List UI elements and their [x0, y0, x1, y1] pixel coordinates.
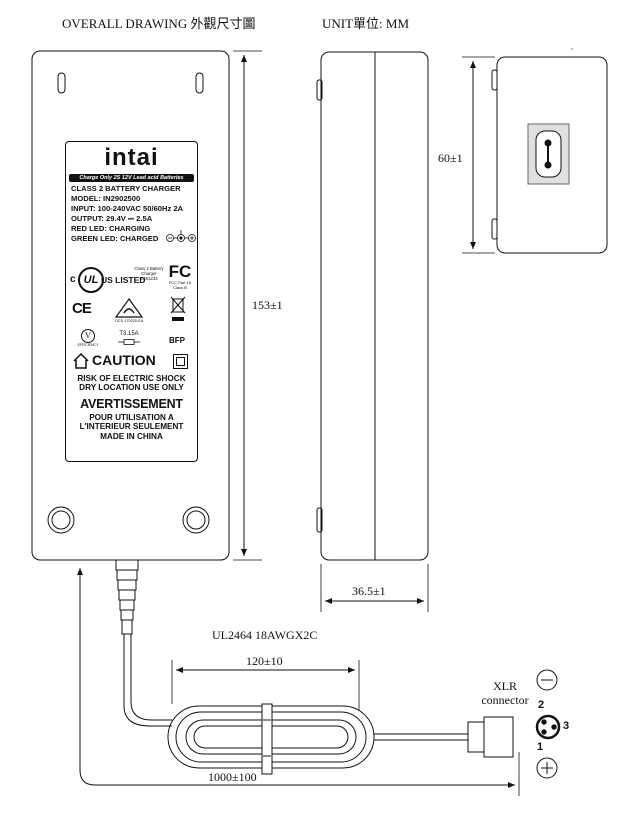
dim-height: 153±1: [252, 298, 283, 312]
fuse-rating: T3.15A: [119, 331, 139, 337]
label-made: MADE IN CHINA: [100, 431, 163, 441]
cable-coil: [167, 703, 375, 775]
label-red-led: RED LED: CHARGING: [71, 224, 151, 233]
xlr-pin3-label: 3: [563, 720, 570, 732]
rcm-mark-icon: [114, 297, 144, 318]
efficiency-mark: V EFFICIENCY: [77, 329, 99, 347]
dim-cable-length: 1000±100: [208, 770, 257, 784]
label-dry: DRY LOCATION USE ONLY: [79, 383, 184, 393]
feet-slot-right: [195, 72, 204, 94]
label-input: INPUT: 100-240VAC 50/60Hz 2A: [71, 204, 184, 213]
xlr-pinout-icon: [535, 669, 561, 779]
label-risk: RISK OF ELECTRIC SHOCK: [77, 374, 186, 383]
end-slot-bottom: [491, 218, 498, 240]
drawing-title: OVERALL DRAWING 外觀尺寸圖: [62, 16, 256, 31]
unit-label: UNIT單位: MM: [322, 16, 410, 31]
product-label: intai Charge Only 2S 12V Lead acid Batte…: [65, 141, 198, 462]
double-insulation-icon: [173, 354, 188, 369]
side-slot-top: [316, 79, 323, 101]
ce-mark-icon: CE: [72, 300, 92, 317]
rcm-caption: OCS-170025-EA: [114, 319, 144, 323]
front-foot-right: [182, 506, 210, 534]
label-output: OUTPUT: 29.4V ⎓ 2.5A: [71, 214, 153, 223]
fcc-mark-icon: FC FCC Part 15 Class B: [168, 262, 192, 290]
label-avert: AVERTISSEMENT: [80, 397, 183, 411]
front-foot-left: [47, 506, 75, 534]
label-green-led: GREEN LED: CHARGED: [71, 234, 159, 243]
xlr-pin2-label: 2: [538, 699, 545, 711]
brand-logo: intai: [104, 144, 159, 171]
end-slot-top: [491, 69, 498, 91]
side-slot-bottom: [316, 507, 323, 533]
dim-coil: 120±10: [246, 654, 283, 668]
dim-end-width: 60±1: [438, 151, 463, 165]
label-pour: POUR UTILISATION A: [89, 413, 174, 422]
weee-bin-icon: [170, 296, 186, 321]
xlr-connector-body: [467, 716, 514, 758]
indoor-use-icon: [73, 352, 89, 369]
fuse-icon: [118, 339, 140, 345]
feet-slot-left: [57, 72, 66, 94]
dim-depth: 36.5±1: [352, 584, 386, 598]
label-banner: Charge Only 2S 12V Lead acid Batteries: [69, 174, 194, 182]
label-model: MODEL: IN2902500: [71, 194, 141, 203]
label-interieur: L'INTERIEUR SEULEMENT: [79, 422, 184, 432]
strain-relief: [115, 559, 139, 635]
xlr-pin1-label: 1: [537, 741, 544, 753]
end-view-body: [496, 56, 608, 254]
caution-label: CAUTION: [92, 352, 156, 368]
ul-mark-icon: c UL US LISTED: [70, 266, 145, 293]
polarity-icon: [166, 230, 196, 242]
ul-caption: Class 2 Battery Charger E491233: [134, 266, 164, 281]
cable-spec: UL2464 18AWGX2C: [212, 628, 318, 642]
bfp-mark: BFP: [169, 336, 185, 345]
label-class: CLASS 2 BATTERY CHARGER: [71, 184, 181, 193]
xlr-connector-label: XLR connector: [481, 679, 529, 707]
